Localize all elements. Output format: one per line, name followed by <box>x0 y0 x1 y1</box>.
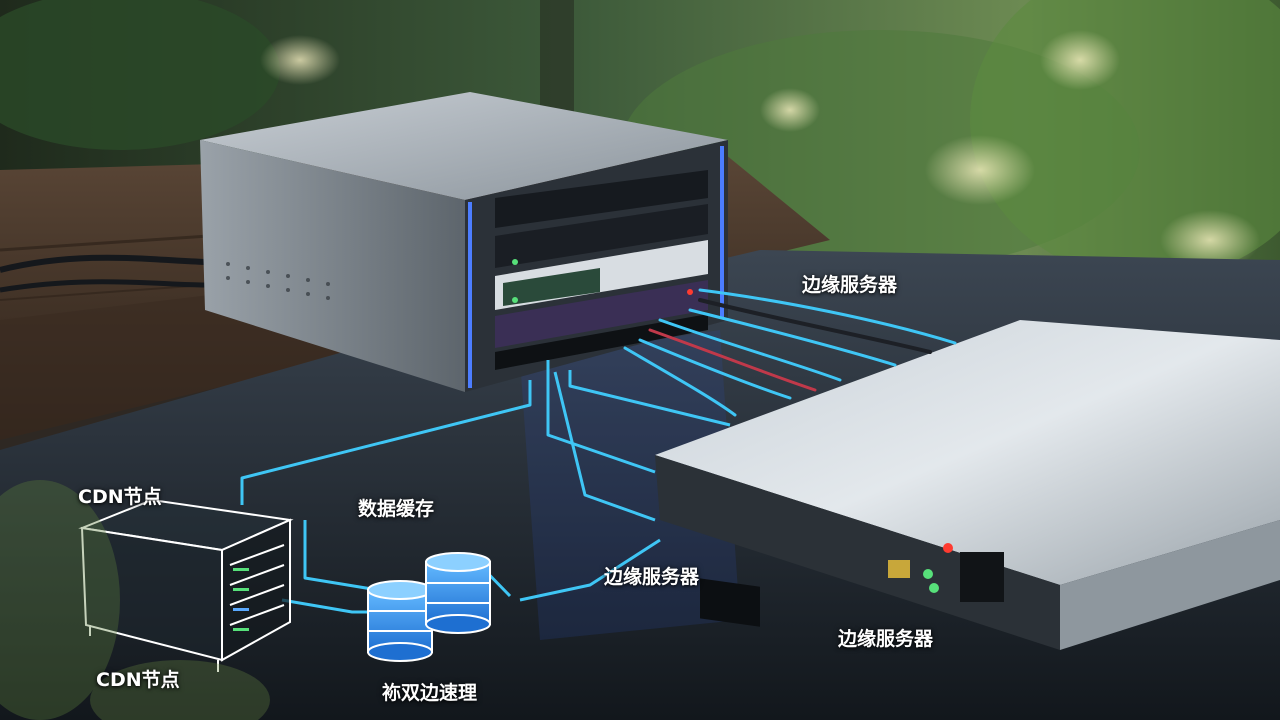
edge-server-label-top: 边缘服务器 <box>802 274 898 296</box>
cdn-node-label-bottom: CDN节点 <box>96 669 180 691</box>
edge-server-box <box>655 320 1280 650</box>
cdn-node-label-top: CDN节点 <box>78 486 162 508</box>
edge-server-label-mid: 边缘服务器 <box>604 566 700 588</box>
edge-server-label-bottom: 边缘服务器 <box>838 628 934 650</box>
data-cache-label: 数据缓存 <box>358 498 435 520</box>
server-rack-icon <box>78 498 294 672</box>
main-server-box <box>200 92 728 392</box>
database-stack-icon <box>367 552 491 662</box>
bottom-caption-label: 袮双边速理 <box>382 682 478 704</box>
